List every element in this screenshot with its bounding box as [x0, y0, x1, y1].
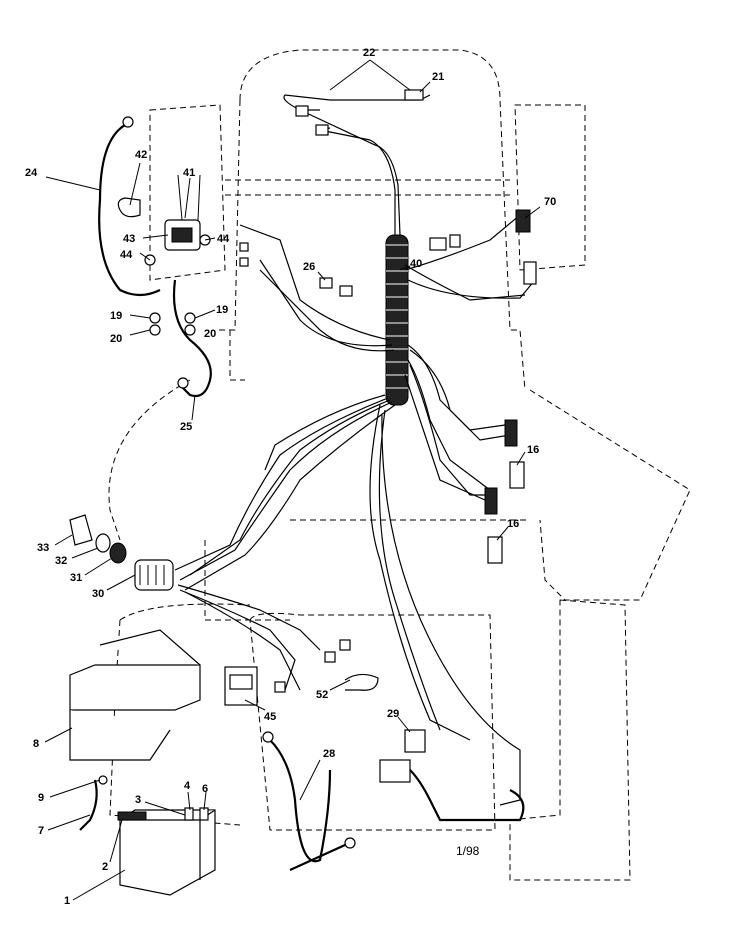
callout-44-right: 44: [217, 233, 230, 245]
callout-70: 70: [544, 196, 556, 208]
callout-25: 25: [180, 421, 192, 433]
date-code: 1/98: [456, 844, 480, 858]
callout-29: 29: [387, 708, 399, 720]
callout-22: 22: [363, 47, 375, 59]
callout-1: 1: [64, 895, 70, 907]
callout-30: 30: [92, 588, 104, 600]
callout-19-left: 19: [110, 310, 122, 322]
callout-32: 32: [55, 555, 67, 567]
callout-labels: 22 21 24 42 41 43 44 44 70 26 40 19 19 2…: [25, 47, 556, 907]
leader-lines: [44, 59, 541, 901]
misc-components: [224, 666, 525, 822]
tractor-outline: [108, 49, 691, 881]
callout-16-upper: 16: [527, 444, 539, 456]
callout-44-left: 44: [120, 249, 133, 261]
callout-20-left: 20: [110, 333, 122, 345]
callout-6: 6: [202, 783, 208, 795]
callout-9: 9: [38, 792, 44, 804]
callout-20-right: 20: [204, 328, 216, 340]
callout-7: 7: [38, 825, 44, 837]
ignition-switch: [69, 514, 174, 591]
callout-2: 2: [102, 861, 108, 873]
callout-24: 24: [25, 167, 38, 179]
harness-wires: [174, 94, 536, 806]
callout-3: 3: [135, 794, 141, 806]
callout-33: 33: [37, 542, 49, 554]
callout-45: 45: [264, 711, 276, 723]
connectors: [239, 89, 537, 693]
callout-42: 42: [135, 149, 147, 161]
callout-21: 21: [432, 71, 444, 83]
battery-tray: [69, 629, 216, 896]
callout-41: 41: [183, 167, 195, 179]
callout-19-right: 19: [216, 304, 228, 316]
callout-16-lower: 16: [507, 518, 519, 530]
harness-coil: [385, 234, 409, 406]
callout-26: 26: [303, 261, 315, 273]
callout-8: 8: [33, 738, 39, 750]
callout-52: 52: [316, 689, 328, 701]
callout-28: 28: [323, 748, 335, 760]
callout-31: 31: [70, 572, 82, 584]
callout-40: 40: [410, 258, 422, 270]
battery-cables: [98, 116, 356, 872]
callout-4: 4: [184, 780, 191, 792]
callout-43: 43: [123, 233, 135, 245]
